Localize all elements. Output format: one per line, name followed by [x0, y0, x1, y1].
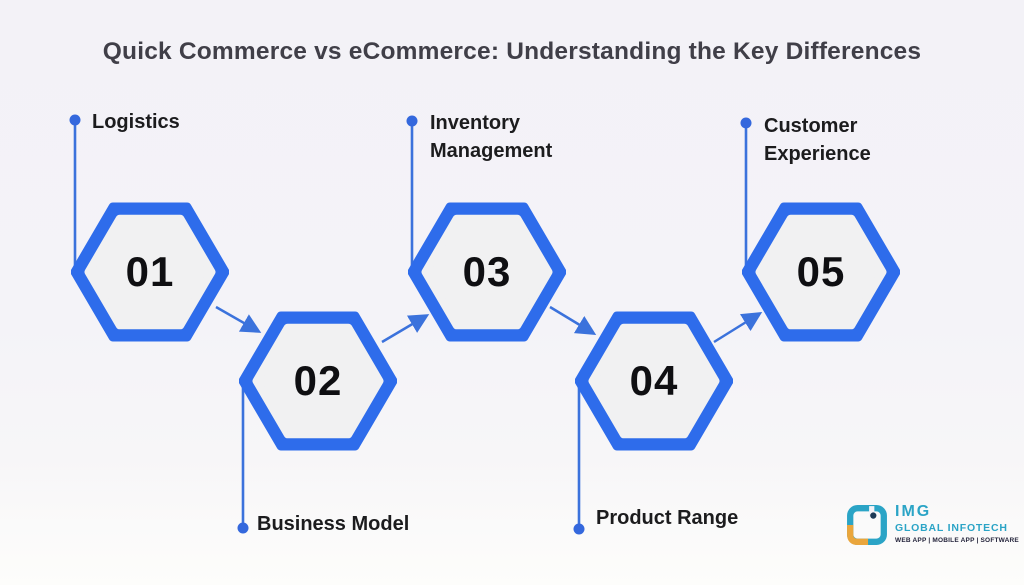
step-number: 05	[796, 248, 846, 295]
step-number: 03	[462, 248, 512, 295]
hex-step-2: 02	[239, 308, 397, 454]
hexagon-shape	[71, 202, 229, 342]
connector-dot	[740, 117, 752, 129]
step-number: 01	[125, 248, 175, 295]
hexagon-shape	[408, 202, 566, 342]
img-global-infotech-logo: IMG GLOBAL INFOTECH WEB APP | MOBILE APP…	[846, 504, 1019, 546]
logo-text-block: IMG GLOBAL INFOTECH WEB APP | MOBILE APP…	[895, 504, 1019, 544]
step-label-logistics: Logistics	[92, 111, 180, 133]
hex-step-4: 04	[575, 308, 733, 454]
step-label-inventory-management: Inventory Management	[430, 112, 553, 162]
logo-tagline-text: WEB APP | MOBILE APP | SOFTWARE	[895, 536, 1019, 544]
step-label-product-range: Product Range	[596, 507, 739, 529]
step-number: 04	[629, 357, 679, 404]
step-label-business-model: Business Model	[257, 513, 410, 535]
hex-step-1: 01	[71, 199, 229, 345]
hex-step-3: 03	[408, 199, 566, 345]
connector-dot	[573, 523, 585, 535]
connector-dot	[69, 114, 81, 126]
logo-mark-icon	[847, 505, 887, 545]
logo-brand-text: IMG	[895, 503, 932, 520]
connector-dot	[237, 522, 249, 534]
hex-step-5: 05	[742, 199, 900, 345]
hexagon-shape	[742, 202, 900, 342]
page-title: Quick Commerce vs eCommerce: Understandi…	[102, 38, 922, 65]
logo-brand-line2: GLOBAL INFOTECH	[895, 522, 1008, 534]
hexagon-shape	[575, 311, 733, 451]
step-number: 02	[293, 357, 343, 404]
hexagon-shape	[239, 311, 397, 451]
connector-dot	[406, 115, 418, 127]
step-label-customer-experience: Customer Experience	[764, 115, 871, 165]
